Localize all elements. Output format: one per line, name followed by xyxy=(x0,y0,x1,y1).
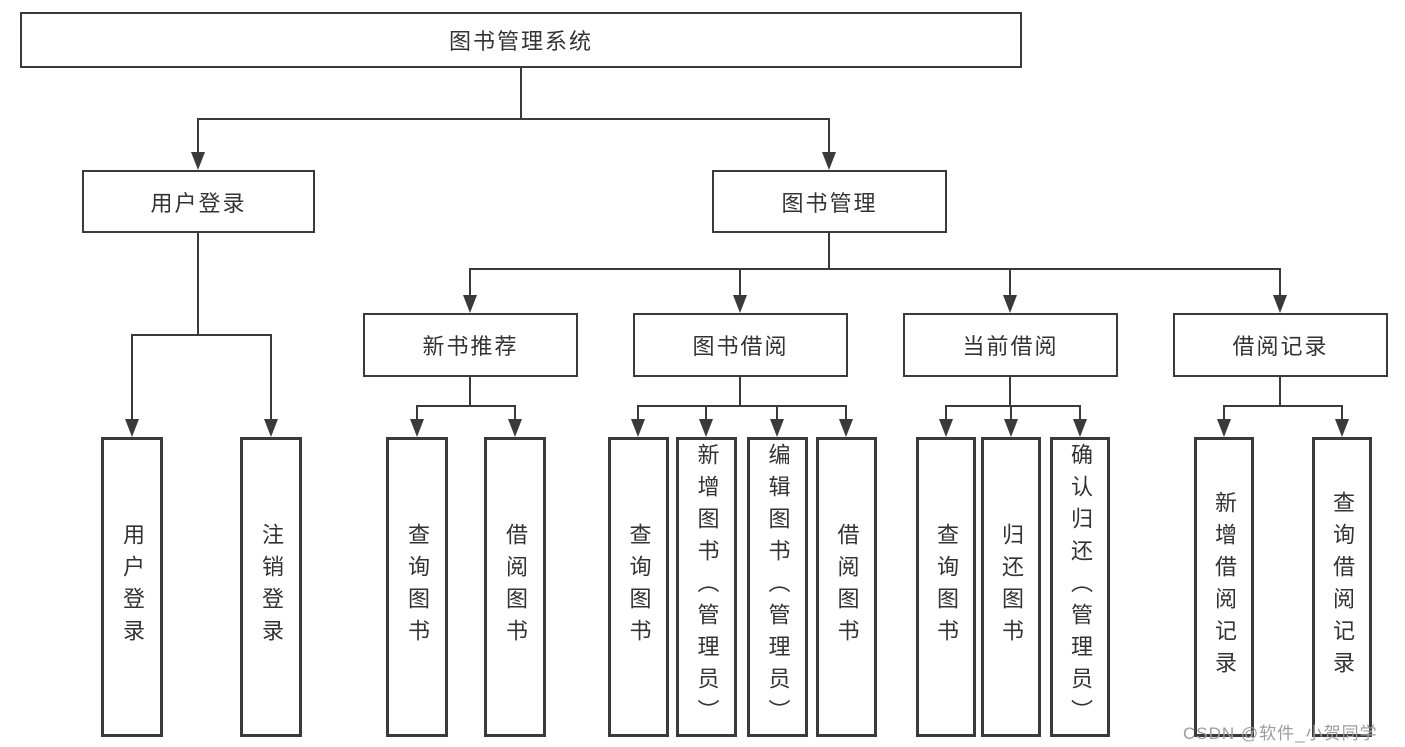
leaf-nbr-borrow-books: 借阅图书 xyxy=(484,437,546,737)
connector-line xyxy=(776,405,778,420)
connector-line xyxy=(1341,405,1343,420)
leaf-br-add-record: 新增借阅记录 xyxy=(1194,437,1254,737)
connector-line xyxy=(514,405,516,420)
leaf-cb-return-books: 归还图书 xyxy=(981,437,1041,737)
leaf-label: 用户登录 xyxy=(120,523,145,651)
leaf-label: 查询图书 xyxy=(626,523,652,651)
arrow-down-icon xyxy=(1003,295,1017,313)
connector-line xyxy=(197,233,199,336)
leaf-cb-confirm-return-admin: 确认归还（管理员） xyxy=(1050,437,1110,737)
connector-line xyxy=(1223,405,1343,407)
connector-line xyxy=(828,118,830,153)
arrow-down-icon xyxy=(1273,295,1287,313)
node-user-login: 用户登录 xyxy=(82,170,315,233)
connector-line xyxy=(637,405,639,420)
watermark: CSDN @软件_小贺同学 xyxy=(1183,724,1378,743)
connector-line xyxy=(416,405,418,420)
connector-line xyxy=(469,268,1281,270)
arrow-down-icon xyxy=(1217,419,1231,437)
node-book-management-label: 图书管理 xyxy=(781,190,878,216)
arrow-down-icon xyxy=(264,419,278,437)
arrow-down-icon xyxy=(1004,419,1018,437)
connector-line xyxy=(416,405,516,407)
arrow-down-icon xyxy=(770,419,784,437)
arrow-down-icon xyxy=(839,419,853,437)
leaf-cb-query-books: 查询图书 xyxy=(916,437,976,737)
arrow-down-icon xyxy=(1073,419,1087,437)
connector-line xyxy=(945,405,1081,407)
leaf-bb-add-books-admin: 新增图书（管理员） xyxy=(676,437,737,737)
node-user-login-label: 用户登录 xyxy=(150,190,247,216)
arrow-down-icon xyxy=(191,152,205,170)
arrow-down-icon xyxy=(125,419,139,437)
arrow-down-icon xyxy=(1335,419,1349,437)
connector-line xyxy=(739,268,741,296)
connector-line xyxy=(131,334,133,420)
connector-line xyxy=(1010,405,1012,420)
leaf-user-login: 用户登录 xyxy=(101,437,163,737)
arrow-down-icon xyxy=(733,295,747,313)
connector-line xyxy=(705,405,707,420)
arrow-down-icon xyxy=(463,295,477,313)
arrow-down-icon xyxy=(508,419,522,437)
leaf-logout: 注销登录 xyxy=(240,437,302,737)
arrow-down-icon xyxy=(410,419,424,437)
node-book-borrowing-label: 图书借阅 xyxy=(692,334,789,359)
connector-line xyxy=(197,118,199,153)
node-root-label: 图书管理系统 xyxy=(448,29,593,54)
arrow-down-icon xyxy=(631,419,645,437)
leaf-label: 查询借阅记录 xyxy=(1330,491,1355,683)
connector-line xyxy=(945,405,947,420)
connector-line xyxy=(739,377,741,407)
connector-line xyxy=(197,118,830,120)
connector-line xyxy=(1279,377,1281,407)
leaf-label: 借阅图书 xyxy=(503,523,528,651)
node-book-borrowing: 图书借阅 xyxy=(633,313,848,377)
connector-line xyxy=(637,405,847,407)
connector-line xyxy=(1009,268,1011,296)
connector-line xyxy=(1009,377,1011,407)
node-new-book-recommendation: 新书推荐 xyxy=(363,313,578,377)
leaf-label: 借阅图书 xyxy=(834,523,860,651)
leaf-bb-borrow-books: 借阅图书 xyxy=(816,437,877,737)
arrow-down-icon xyxy=(822,152,836,170)
leaf-bb-query-books: 查询图书 xyxy=(608,437,669,737)
connector-line xyxy=(131,334,272,336)
node-borrowing-records-label: 借阅记录 xyxy=(1232,334,1329,359)
node-new-book-recommendation-label: 新书推荐 xyxy=(422,334,519,359)
arrow-down-icon xyxy=(699,419,713,437)
leaf-label: 新增借阅记录 xyxy=(1212,491,1237,683)
connector-line xyxy=(1279,268,1281,296)
leaf-label: 确认归还（管理员） xyxy=(1068,443,1093,731)
node-current-borrowing: 当前借阅 xyxy=(903,313,1118,377)
arrow-down-icon xyxy=(939,419,953,437)
connector-line xyxy=(828,233,830,270)
node-current-borrowing-label: 当前借阅 xyxy=(962,334,1059,359)
leaf-label: 新增图书（管理员） xyxy=(694,443,720,731)
leaf-bb-edit-books-admin: 编辑图书（管理员） xyxy=(747,437,808,737)
node-root: 图书管理系统 xyxy=(20,12,1022,68)
connector-line xyxy=(469,268,471,296)
connector-line xyxy=(469,377,471,407)
leaf-label: 注销登录 xyxy=(259,523,284,651)
connector-line xyxy=(270,334,272,420)
leaf-label: 编辑图书（管理员） xyxy=(765,443,791,731)
connector-line xyxy=(1079,405,1081,420)
leaf-nbr-query-books: 查询图书 xyxy=(386,437,448,737)
node-book-management: 图书管理 xyxy=(712,170,947,233)
leaf-label: 查询图书 xyxy=(405,523,430,651)
leaf-label: 归还图书 xyxy=(999,523,1024,651)
connector-line xyxy=(845,405,847,420)
connector-line xyxy=(520,68,522,120)
leaf-label: 查询图书 xyxy=(934,523,959,651)
node-borrowing-records: 借阅记录 xyxy=(1173,313,1388,377)
connector-line xyxy=(1223,405,1225,420)
leaf-br-query-record: 查询借阅记录 xyxy=(1312,437,1372,737)
